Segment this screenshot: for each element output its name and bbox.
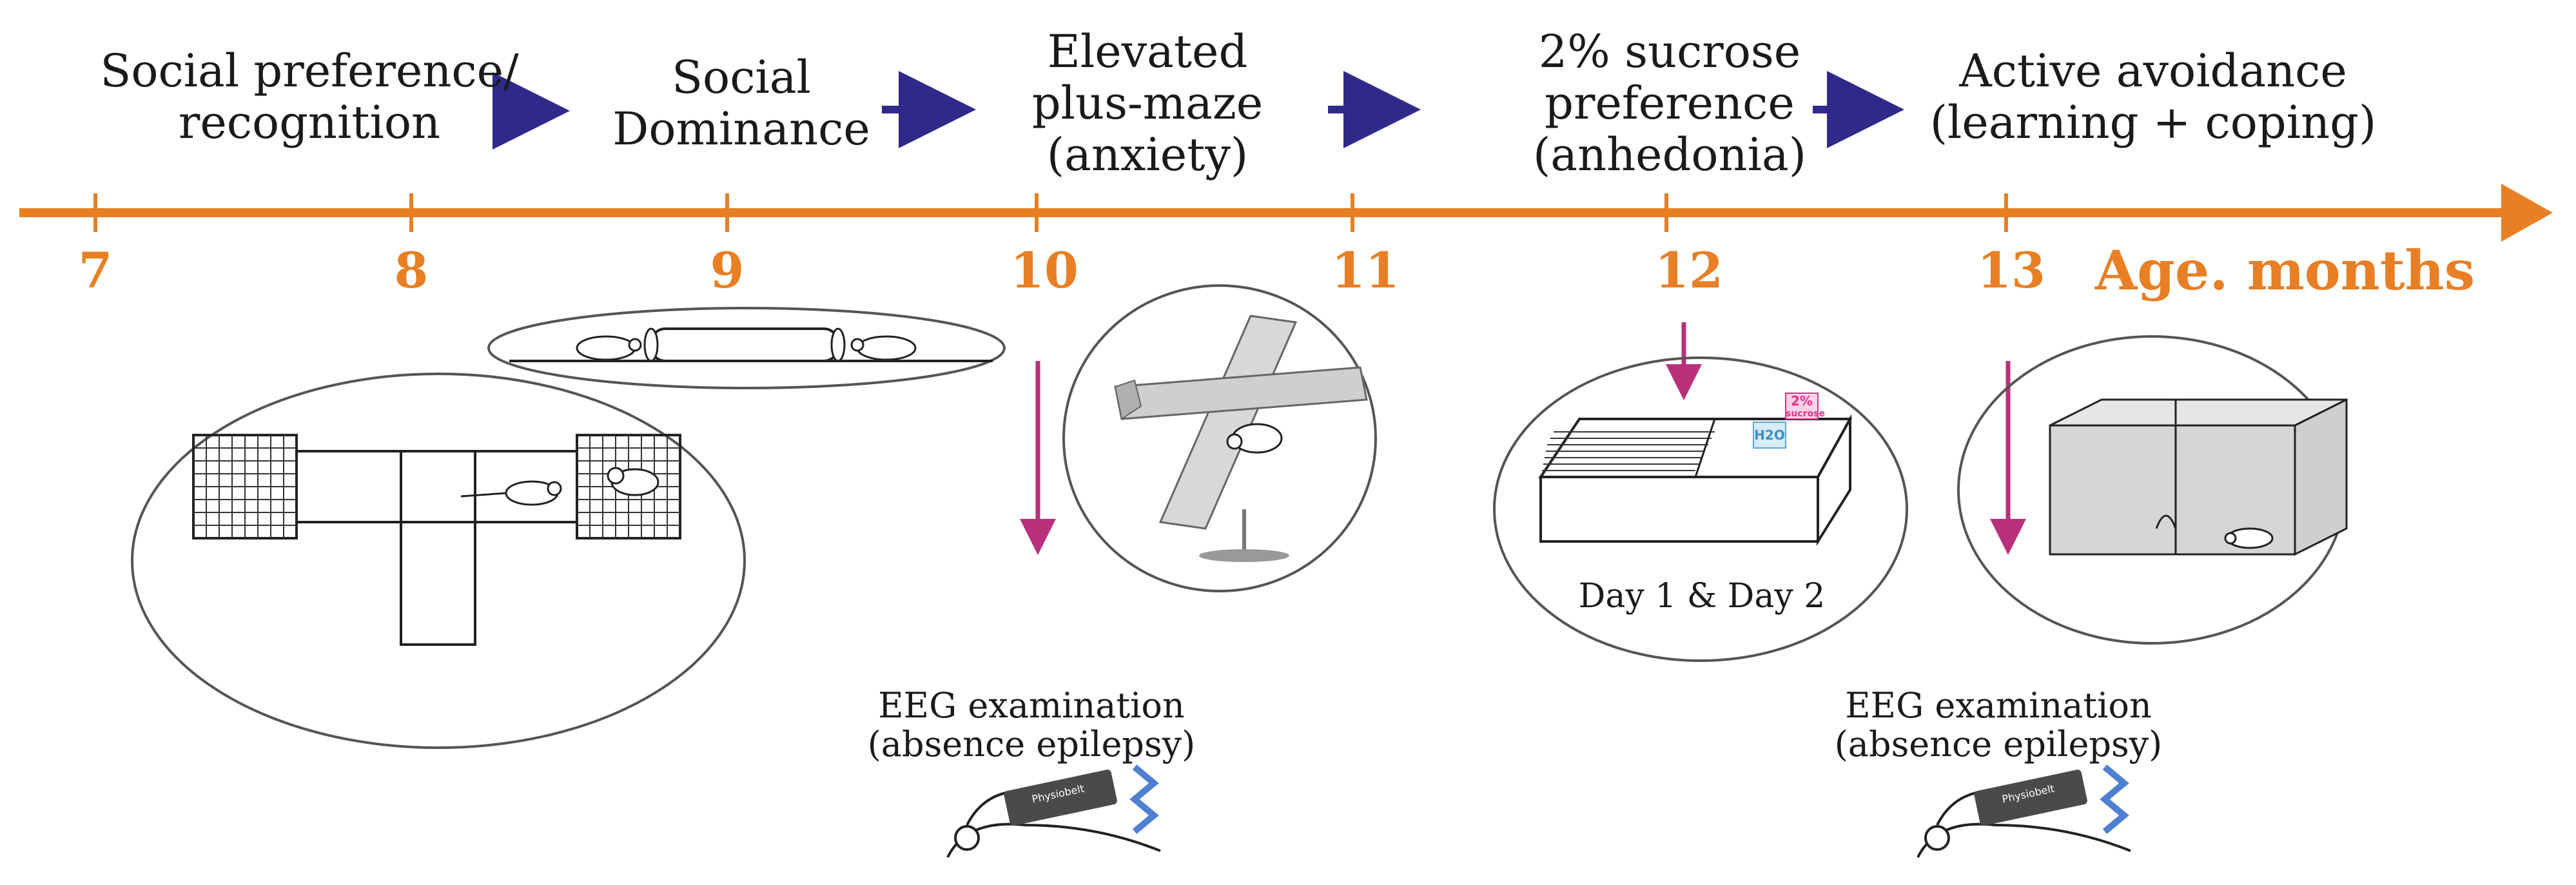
bluetooth-icon [1129,764,1159,834]
phase-label-active-avoidance: Active avoidance (learning + coping) [1921,45,2385,148]
tick-label-12: 12 [1655,242,1723,299]
rat-icon [1917,822,2131,858]
phase-label-line: recognition [178,96,441,149]
rat-icon [607,467,659,496]
phase-label-sucrose: 2% sucrose preference (anhedonia) [1502,26,1837,180]
eeg-setup-10 [946,764,1161,858]
phase-label-social-preference: Social preference/ recognition [84,45,535,148]
tick-label-7: 7 [78,242,113,299]
phase-label-line: preference [1545,77,1795,130]
phase-label-line: 2% sucrose [1538,25,1801,78]
phase-label-plus-maze: Elevated plus-maze (anxiety) [986,26,1309,180]
water-bottle-label: H2O [1754,427,1785,443]
eeg-setup-13 [1917,764,2131,858]
rat-icon [946,822,1161,858]
sucrose-day-label: Day 1 & Day 2 [1578,577,1826,616]
phase-label-social-dominance: Social Dominance [580,52,903,155]
tick-label-9: 9 [710,242,745,299]
rat-icon [1226,423,1283,454]
axis-title: Age. months [2095,238,2475,302]
phase-label-line: (anhedonia) [1532,128,1807,181]
eeg-label-line: (absence epilepsy) [867,724,1196,764]
tick-label-10: 10 [1010,242,1078,299]
eeg-label-10: EEG examination (absence epilepsy) [838,686,1225,764]
phase-label-line: plus-maze [1031,77,1264,130]
phase-label-line: (anxiety) [1046,128,1249,181]
bluetooth-icon [2100,764,2129,834]
social-dominance-apparatus [487,307,1006,389]
phase-label-line: Dominance [612,102,870,155]
phase-label-line: Social [672,51,811,104]
rat-icon [460,480,562,506]
social-preference-apparatus [131,373,746,749]
physiobelt-device-icon [1004,770,1117,826]
sucrose-bottle-bottom: sucrose [1786,409,1825,419]
rat-icon [850,335,917,361]
rat-icon [2224,527,2274,549]
timeline-ticks [93,193,2008,232]
phase-label-line: (learning + coping) [1929,96,2377,149]
rat-icon [576,335,642,361]
sequence-arrows [493,71,1904,150]
phase-label-line: Active avoidance [1959,44,2347,97]
plus-maze-apparatus [1062,284,1377,592]
sucrose-preference-apparatus [1493,356,1908,662]
eeg-label-line: (absence epilepsy) [1834,724,2163,764]
physiobelt-device-icon [1974,770,2087,826]
sucrose-bottle-label: 2% sucrose [1786,393,1825,420]
phase-label-line: Elevated [1047,25,1248,78]
phase-label-line: Social preference/ [100,44,519,97]
eeg-label-13: EEG examination (absence epilepsy) [1805,686,2192,764]
eeg-label-line: EEG examination [878,685,1185,726]
tick-label-11: 11 [1331,242,1400,299]
tick-label-13: 13 [1977,242,2045,299]
active-avoidance-apparatus [1957,335,2348,645]
eeg-label-line: EEG examination [1845,685,2152,726]
timeline-arrowhead [2501,184,2553,242]
tick-label-8: 8 [394,242,429,299]
sucrose-bottle-top: 2% [1791,393,1813,409]
eeg-arrows [1020,322,2026,555]
